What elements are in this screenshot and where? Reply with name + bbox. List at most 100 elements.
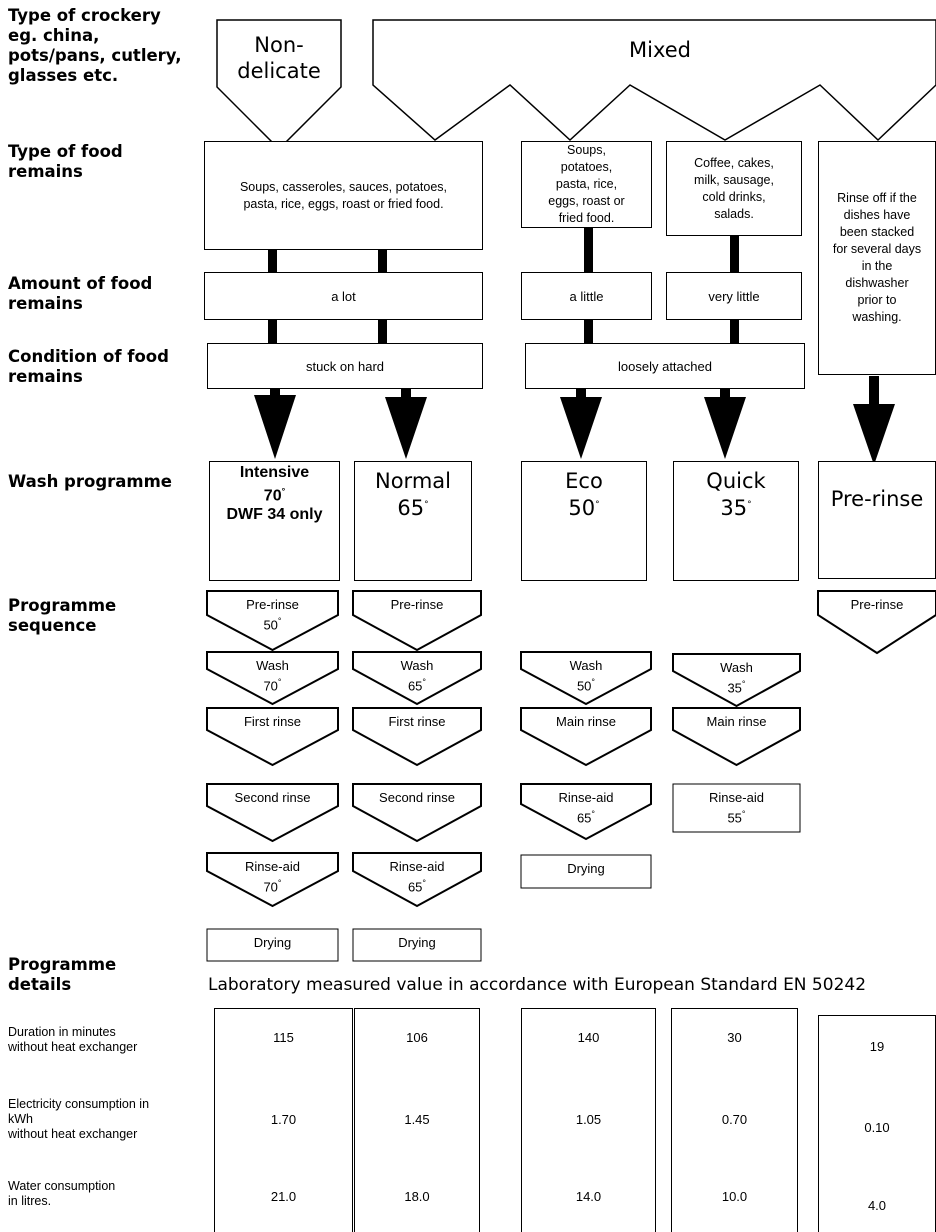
sequence-final-box: [672, 783, 801, 833]
sequence-arrow-shape: [520, 707, 652, 767]
label-programme-sequence: Programme sequence: [8, 596, 117, 635]
details-column-intensive: [214, 1008, 353, 1232]
sequence-arrow-shape: [672, 653, 801, 708]
details-duration-normal: 106: [406, 1030, 428, 1045]
sequence-step-eco: Drying: [567, 861, 605, 876]
label-food-condition: Condition of food remains: [8, 347, 169, 386]
details-water-label: Water consumption in litres.: [8, 1179, 116, 1208]
down-arrow-icon: [254, 389, 296, 459]
connector: [730, 320, 739, 343]
connector: [730, 236, 739, 272]
amount-a-little-box: a little: [521, 272, 652, 320]
sequence-arrow-shape: [352, 651, 482, 706]
food-type-light-box: Coffee, cakes, milk, sausage, cold drink…: [666, 141, 802, 236]
details-water-quick: 10.0: [721, 1189, 748, 1204]
food-type-rinse-box: Rinse off if the dishes have been stacke…: [818, 141, 936, 375]
condition-stuck-box: stuck on hard: [207, 343, 483, 389]
sequence-arrow-shape: [520, 783, 652, 841]
programme-eco-name: Eco: [565, 469, 603, 493]
food-type-heavy-box: Soups, casseroles, sauces, potatoes, pas…: [204, 141, 483, 250]
sequence-step-normal: Second rinse: [379, 790, 455, 805]
down-arrow-icon: [853, 376, 895, 465]
sequence-arrow-shape: [672, 707, 801, 767]
details-duration-prerinse: 19: [869, 1039, 885, 1054]
amount-very-little: very little: [708, 288, 760, 304]
sequence-final-box: [520, 854, 652, 889]
sequence-step-prerinse: Pre-rinse: [850, 597, 904, 612]
sequence-final-box: [352, 928, 482, 962]
sequence-step-eco: Main rinse: [556, 714, 616, 729]
sequence-arrow-shape: [206, 783, 339, 843]
programme-prerinse-name: Pre-rinse: [830, 487, 924, 511]
sequence-step-intensive: First rinse: [243, 714, 302, 729]
details-electricity-quick: 0.70: [721, 1112, 748, 1127]
details-water-eco: 14.0: [575, 1189, 602, 1204]
label-food-type: Type of food remains: [8, 142, 123, 181]
amount-a-lot: a lot: [331, 288, 356, 304]
details-electricity-eco: 1.05: [575, 1112, 602, 1127]
crockery-mixed: Mixed: [629, 38, 691, 62]
sequence-arrow-shape: [352, 707, 482, 767]
details-column-normal: [354, 1008, 480, 1232]
connector: [268, 250, 277, 272]
details-electricity-intensive: 1.70: [270, 1112, 297, 1127]
food-type-light: Coffee, cakes, milk, sausage, cold drink…: [694, 155, 774, 221]
details-water-prerinse: 4.0: [867, 1198, 887, 1213]
crockery-non-delicate: Non- delicate: [237, 33, 321, 83]
details-electricity-normal: 1.45: [404, 1112, 430, 1127]
programme-quick-name: Quick: [706, 469, 766, 493]
details-column-eco: [521, 1008, 656, 1232]
programme-normal-name: Normal: [375, 469, 451, 493]
programme-quick: Quick 35°: [673, 461, 799, 581]
programme-eco-temp: 50: [568, 496, 596, 520]
programme-normal-temp: 65: [397, 496, 425, 520]
programme-prerinse: Pre-rinse: [818, 461, 936, 579]
label-wash-programme: Wash programme: [8, 472, 173, 491]
sequence-final-box: [206, 928, 339, 962]
food-type-rinse: Rinse off if the dishes have been stacke…: [832, 191, 922, 324]
programme-intensive-temp: 70: [263, 487, 282, 505]
details-duration-intensive: 115: [273, 1030, 294, 1045]
sequence-arrow-shape: [352, 590, 482, 652]
condition-loose: loosely attached: [618, 358, 712, 374]
sequence-arrow-shape: [206, 852, 339, 908]
food-type-heavy: Soups, casseroles, sauces, potatoes, pas…: [239, 179, 448, 211]
sequence-arrow-shape: [352, 783, 482, 843]
down-arrow-icon: [560, 389, 602, 459]
sequence-step-normal: Pre-rinse: [390, 597, 444, 612]
condition-stuck: stuck on hard: [305, 358, 385, 374]
down-arrow-icon: [704, 389, 746, 459]
amount-very-little-box: very little: [666, 272, 802, 320]
details-duration-label: Duration in minutes without heat exchang…: [8, 1025, 138, 1054]
programme-intensive-note: DWF 34 only: [226, 506, 323, 524]
details-electricity-prerinse: 0.10: [864, 1120, 890, 1135]
sequence-shapes: [206, 590, 936, 962]
programme-intensive-name: Intensive: [239, 464, 310, 481]
sequence-arrow-shape: [206, 707, 339, 767]
sequence-arrow-shape: [352, 852, 482, 908]
programme-eco: Eco 50°: [521, 461, 647, 581]
food-type-medium-box: Soups, potatoes, pasta, rice, eggs, roas…: [521, 141, 652, 228]
non-delicate-arrow-shape: [216, 19, 342, 151]
amount-a-lot-box: a lot: [204, 272, 483, 320]
sequence-step-normal: First rinse: [388, 714, 446, 729]
programme-normal: Normal 65°: [354, 461, 472, 581]
details-column-quick: [671, 1008, 798, 1232]
label-food-amount: Amount of food remains: [8, 274, 153, 313]
amount-a-little: a little: [569, 288, 604, 304]
sequence-step-intensive: Second rinse: [234, 790, 311, 805]
mixed-arrow-shape: [372, 19, 936, 142]
label-crockery-type: Type of crockery eg. china, pots/pans, c…: [8, 6, 182, 85]
sequence-arrow-shape: [206, 651, 339, 706]
sequence-step-normal: Drying: [398, 935, 436, 950]
connector: [378, 250, 387, 272]
connector: [378, 320, 387, 343]
